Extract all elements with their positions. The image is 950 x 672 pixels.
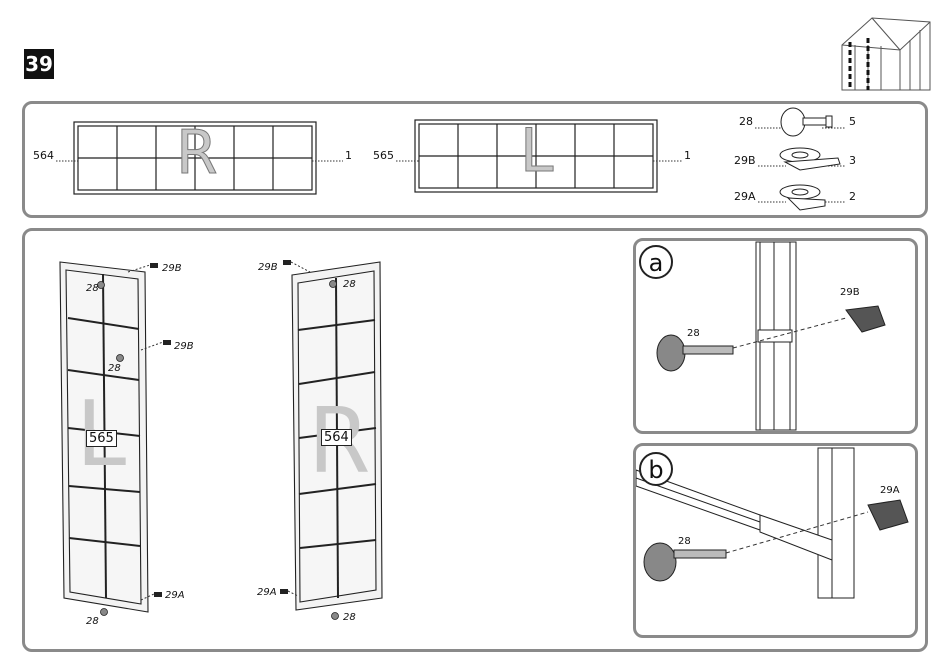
detail-a-bolt-label: 28	[687, 328, 700, 340]
detail-a-label: a	[639, 245, 673, 279]
detail-a-clip-label: 29B	[840, 287, 860, 299]
hardware-29b-qty: 3	[849, 155, 856, 167]
right-panel-code: 564	[321, 429, 352, 446]
detail-b-bolt-label: 28	[678, 536, 691, 548]
right-top-bolt-label: 28	[343, 279, 356, 290]
left-bottom-clip-label: 29A	[165, 590, 185, 601]
hardware-29a-qty: 2	[849, 191, 856, 203]
detail-b-clip-label: 29A	[880, 485, 900, 497]
left-bottom-bolt-label: 28	[86, 616, 99, 627]
panel-r-letter: R	[176, 118, 218, 188]
panel-l-code: 565	[373, 150, 394, 162]
left-mid-clip-label: 29B	[174, 341, 194, 352]
left-mid-bolt-label: 28	[108, 363, 121, 374]
parts-panel	[22, 101, 928, 218]
left-panel-code: 565	[86, 430, 117, 447]
right-bottom-clip-label: 29A	[257, 587, 277, 598]
panel-l-qty: 1	[684, 150, 691, 162]
panel-l-letter: L	[520, 116, 553, 186]
hardware-28-code: 28	[739, 116, 753, 128]
hardware-29a-code: 29A	[734, 191, 756, 203]
detail-a-panel	[633, 238, 918, 434]
step-number: 39	[24, 49, 54, 79]
panel-r-code: 564	[33, 150, 54, 162]
left-top-clip-label: 29B	[162, 263, 182, 274]
detail-b-panel	[633, 443, 918, 638]
hardware-29b-code: 29B	[734, 155, 756, 167]
right-bottom-bolt-label: 28	[343, 612, 356, 623]
right-top-clip-label: 29B	[258, 262, 278, 273]
hardware-28-qty: 5	[849, 116, 856, 128]
panel-r-qty: 1	[345, 150, 352, 162]
detail-b-label: b	[639, 452, 673, 486]
left-top-bolt-label: 28	[86, 283, 99, 294]
